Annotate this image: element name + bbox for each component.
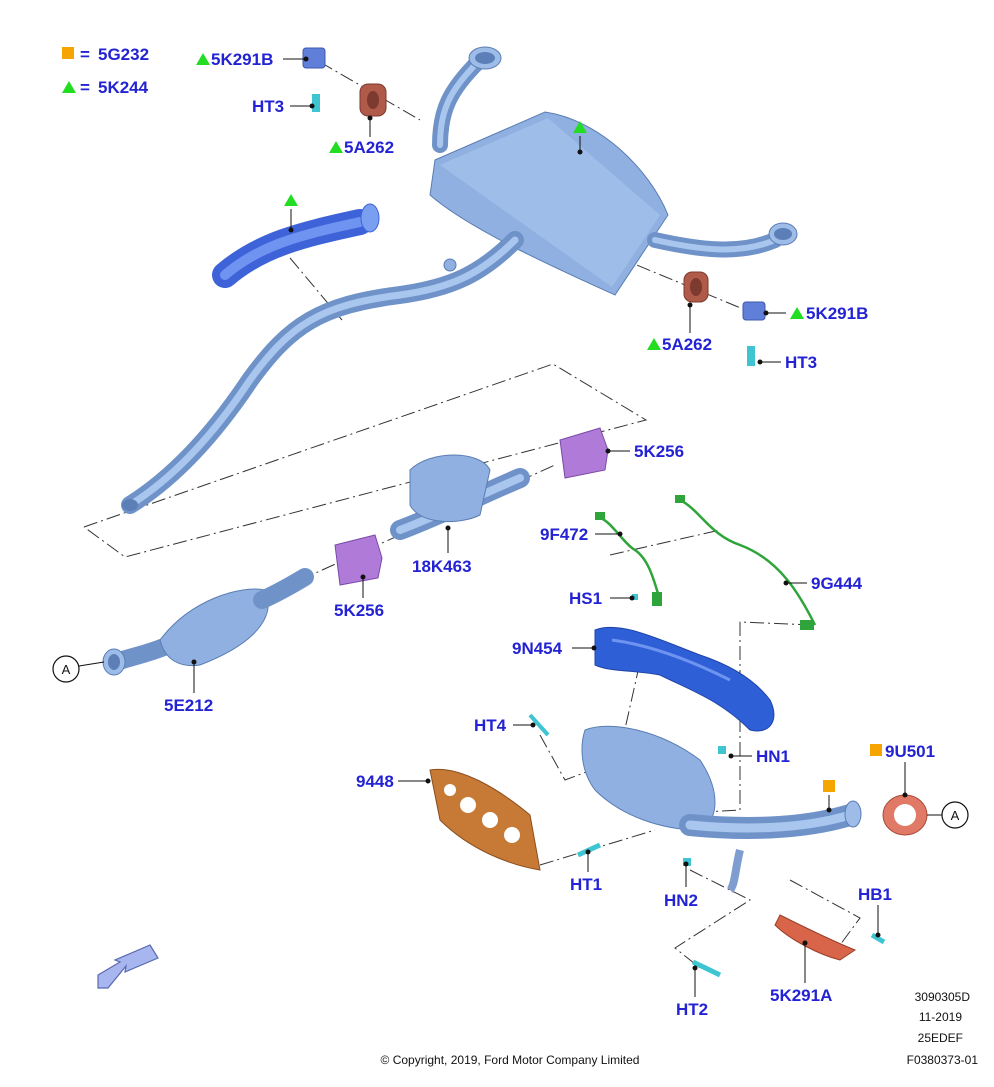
callout-5a262-right: 5A262 (647, 302, 712, 354)
legend-code-5k244: 5K244 (98, 78, 149, 97)
callout-ht3-top: HT3 (252, 97, 315, 116)
callout-5a262-top: 5A262 (329, 115, 394, 157)
legend-triangle-icon (62, 81, 76, 93)
callout-muffler (573, 121, 587, 155)
callout-hn2: HN2 (664, 861, 698, 910)
svg-text:5K291B: 5K291B (211, 50, 273, 69)
svg-text:HN1: HN1 (756, 747, 790, 766)
svg-text:HT3: HT3 (785, 353, 817, 372)
svg-text:HT3: HT3 (252, 97, 284, 116)
callout-9f472: 9F472 (540, 525, 623, 544)
callout-9u501: 9U501 (870, 742, 935, 798)
doc-date: 11-2019 (919, 1010, 962, 1024)
svg-text:5K256: 5K256 (334, 601, 384, 620)
gaskets (429, 768, 928, 961)
svg-text:A: A (951, 808, 960, 823)
catalytic-converter (102, 568, 314, 676)
legend-square-icon (62, 47, 74, 59)
legend-eq: = (80, 78, 90, 97)
svg-text:9U501: 9U501 (885, 742, 935, 761)
rear-muffler (429, 46, 798, 296)
svg-text:9G444: 9G444 (811, 574, 863, 593)
callout-ht3-right: HT3 (757, 353, 817, 372)
svg-text:HT1: HT1 (570, 875, 602, 894)
callout-18k463: 18K463 (412, 525, 472, 576)
svg-text:HS1: HS1 (569, 589, 602, 608)
callout-flexpipe (284, 194, 298, 233)
oxygen-sensors (595, 495, 817, 630)
footer: 3090305D 11-2019 25EDEF F0380373-01 © Co… (381, 990, 979, 1067)
callout-5k291b-top: 5K291B (196, 50, 309, 69)
svg-text:5K291B: 5K291B (806, 304, 868, 323)
callout-9n454: 9N454 (512, 639, 597, 658)
exhaust-manifold (581, 725, 862, 893)
svg-text:5E212: 5E212 (164, 696, 213, 715)
callout-hn1: HN1 (728, 747, 790, 766)
svg-text:5K256: 5K256 (634, 442, 684, 461)
svg-text:HT4: HT4 (474, 716, 507, 735)
connector-a-left: A (52, 655, 105, 683)
callout-hs1: HS1 (569, 589, 635, 608)
callout-5e212: 5E212 (164, 659, 213, 715)
svg-text:18K463: 18K463 (412, 557, 472, 576)
callout-5k291b-right: 5K291B (763, 304, 868, 323)
callout-manifold-square (823, 780, 835, 813)
legend: = 5G232 = 5K244 (62, 45, 149, 97)
callout-9g444: 9G444 (783, 574, 863, 593)
callout-5k256-top: 5K256 (605, 442, 684, 461)
flex-pipe-upper (212, 203, 380, 288)
copyright: © Copyright, 2019, Ford Motor Company Li… (381, 1053, 640, 1067)
svg-text:9448: 9448 (356, 772, 394, 791)
direction-arrow-icon (97, 944, 159, 989)
clamps-resonator (334, 427, 609, 586)
svg-text:HT2: HT2 (676, 1000, 708, 1019)
svg-text:9N454: 9N454 (512, 639, 563, 658)
callout-5k256-bottom: 5K256 (334, 574, 384, 620)
callout-hb1: HB1 (858, 885, 892, 938)
intermediate-pipe (121, 231, 524, 514)
callout-ht2: HT2 (676, 965, 708, 1019)
svg-text:9F472: 9F472 (540, 525, 588, 544)
svg-text:5A262: 5A262 (344, 138, 394, 157)
callout-ht1: HT1 (570, 849, 602, 894)
connector-a-right: A (927, 801, 969, 829)
figure-number: F0380373-01 (907, 1053, 979, 1067)
doc-number: 3090305D (915, 990, 971, 1004)
callout-9448: 9448 (356, 772, 431, 791)
svg-text:HN2: HN2 (664, 891, 698, 910)
legend-eq: = (80, 45, 90, 64)
svg-text:HB1: HB1 (858, 885, 892, 904)
svg-text:5K291A: 5K291A (770, 986, 832, 1005)
callout-5k291a: 5K291A (770, 940, 832, 1005)
heat-shield (594, 626, 775, 732)
doc-code: 25EDEF (918, 1031, 963, 1045)
svg-text:A: A (62, 662, 71, 677)
svg-text:5A262: 5A262 (662, 335, 712, 354)
legend-code-5g232: 5G232 (98, 45, 149, 64)
callout-ht4: HT4 (474, 716, 536, 735)
